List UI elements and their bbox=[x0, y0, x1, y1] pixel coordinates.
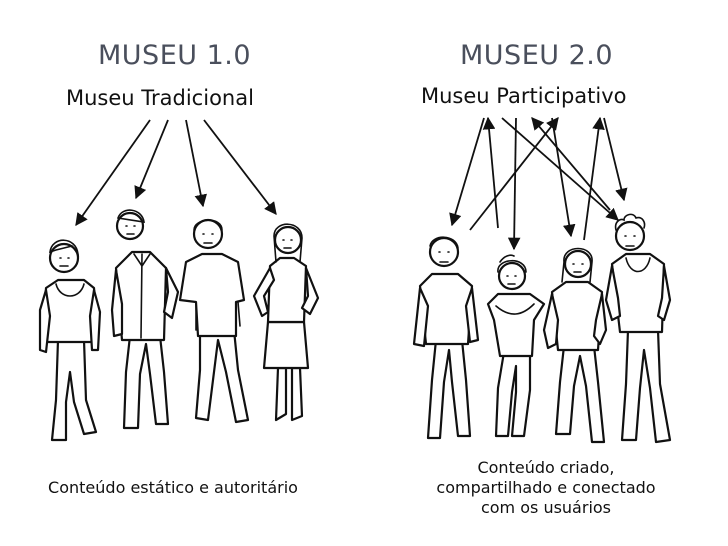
visitor-figure-4 bbox=[252, 223, 320, 422]
user-figure-1 bbox=[412, 236, 480, 440]
museu-1-caption: Conteúdo estático e autoritário bbox=[48, 478, 298, 497]
museu-1-subtitle: Museu Tradicional bbox=[66, 86, 254, 110]
user-figure-4 bbox=[604, 213, 672, 444]
visitor-figure-3 bbox=[178, 218, 250, 424]
museu-1-arrows bbox=[75, 119, 277, 227]
museu-2-subtitle: Museu Participativo bbox=[421, 84, 627, 108]
visitor-figure-1 bbox=[38, 239, 102, 442]
museu-2-arrows bbox=[449, 116, 628, 251]
museu-2-caption: Conteúdo criado, compartilhado e conecta… bbox=[396, 458, 696, 518]
visitor-figure-2 bbox=[110, 209, 180, 430]
caption-line-3: com os usuários bbox=[480, 498, 612, 517]
caption-line-1: Conteúdo criado, bbox=[477, 458, 615, 477]
caption-line-2: compartilhado e conectado bbox=[436, 478, 656, 497]
museu-1-title: MUSEU 1.0 bbox=[98, 40, 252, 71]
user-figure-2 bbox=[486, 254, 546, 438]
museu-2-title: MUSEU 2.0 bbox=[460, 40, 614, 71]
user-figure-3 bbox=[542, 247, 608, 444]
